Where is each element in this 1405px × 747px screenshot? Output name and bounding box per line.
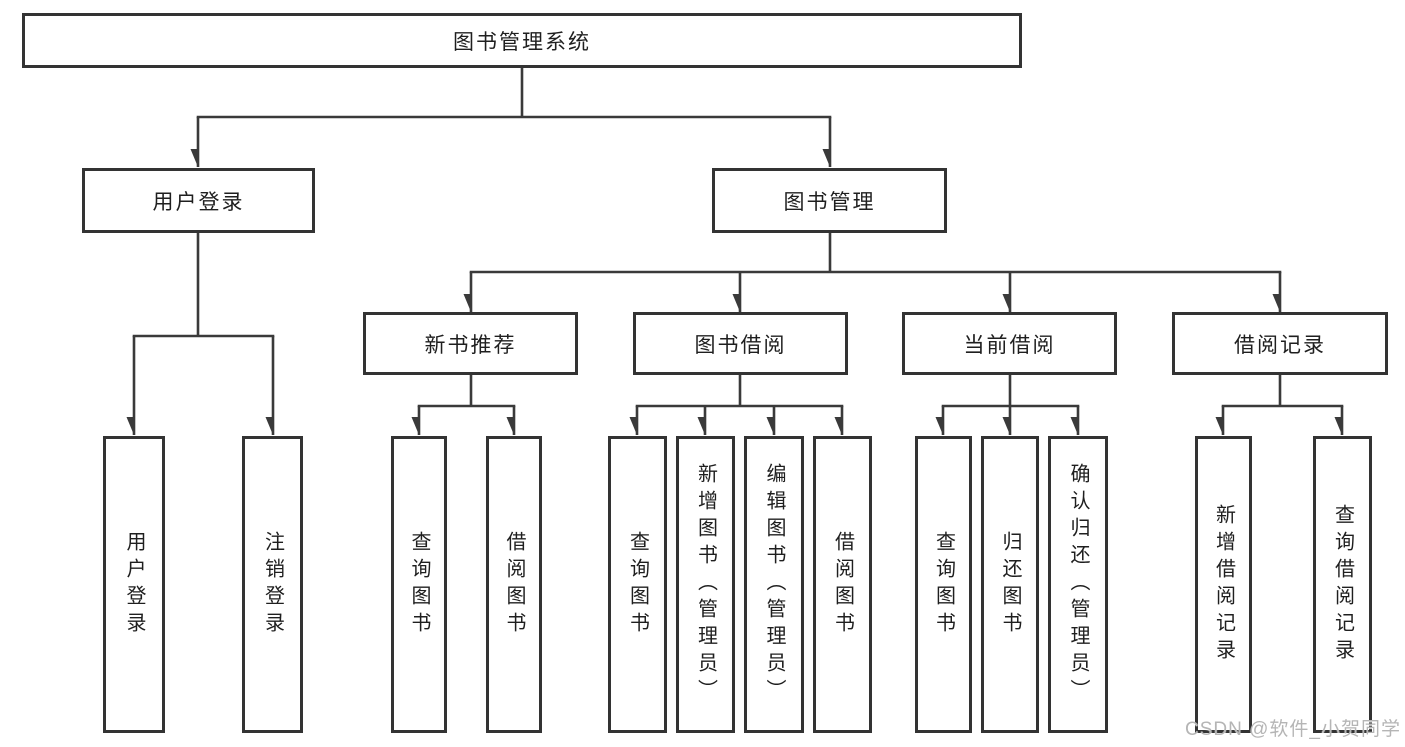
leaf-bb-add-books-label: 新增图书（管理员）	[694, 463, 717, 706]
leaf-user-login-label: 用户登录	[123, 530, 145, 639]
node-new-book-recommend: 新书推荐	[363, 312, 578, 375]
node-root-label: 图书管理系统	[453, 30, 591, 54]
leaf-rec-query-books: 查询图书	[391, 436, 447, 733]
leaf-cb-return-books: 归还图书	[981, 436, 1039, 733]
leaf-bb-borrow-books-label: 借阅图书	[831, 530, 854, 639]
leaf-logout: 注销登录	[242, 436, 303, 733]
leaf-bb-edit-books-label: 编辑图书（管理员）	[763, 463, 785, 706]
node-current-borrow-label: 当前借阅	[963, 333, 1056, 357]
node-book-borrow-label: 图书借阅	[694, 333, 787, 357]
node-current-borrow: 当前借阅	[902, 312, 1117, 375]
node-user-login-label: 用户登录	[152, 190, 245, 214]
leaf-rec-query-books-label: 查询图书	[408, 530, 430, 639]
leaf-cb-return-books-label: 归还图书	[999, 530, 1021, 639]
csdn-watermark: CSDN @软件_小贺同学	[1185, 719, 1401, 740]
leaf-bb-edit-books: 编辑图书（管理员）	[744, 436, 804, 733]
leaf-rec-borrow-books: 借阅图书	[486, 436, 542, 733]
leaf-bb-query-books: 查询图书	[608, 436, 667, 733]
leaf-br-query-record: 查询借阅记录	[1313, 436, 1372, 733]
leaf-bb-query-books-label: 查询图书	[626, 530, 649, 639]
node-new-book-recommend-label: 新书推荐	[424, 333, 517, 357]
leaf-cb-query-books: 查询图书	[915, 436, 972, 733]
leaf-bb-add-books: 新增图书（管理员）	[676, 436, 735, 733]
leaf-rec-borrow-books-label: 借阅图书	[503, 530, 525, 639]
leaf-logout-label: 注销登录	[261, 530, 284, 639]
node-user-login: 用户登录	[82, 168, 315, 233]
leaf-br-add-record: 新增借阅记录	[1195, 436, 1252, 733]
node-root: 图书管理系统	[22, 13, 1022, 68]
node-book-management: 图书管理	[712, 168, 947, 233]
leaf-bb-borrow-books: 借阅图书	[813, 436, 872, 733]
leaf-user-login: 用户登录	[103, 436, 165, 733]
leaf-cb-confirm-return-label: 确认归还（管理员）	[1067, 463, 1089, 706]
leaf-br-query-record-label: 查询借阅记录	[1331, 503, 1354, 666]
node-book-management-label: 图书管理	[783, 190, 876, 214]
leaf-br-add-record-label: 新增借阅记录	[1212, 503, 1235, 666]
node-borrow-records: 借阅记录	[1172, 312, 1388, 375]
node-book-borrow: 图书借阅	[633, 312, 848, 375]
leaf-cb-query-books-label: 查询图书	[932, 530, 955, 639]
leaf-cb-confirm-return: 确认归还（管理员）	[1048, 436, 1108, 733]
node-borrow-records-label: 借阅记录	[1234, 333, 1326, 357]
